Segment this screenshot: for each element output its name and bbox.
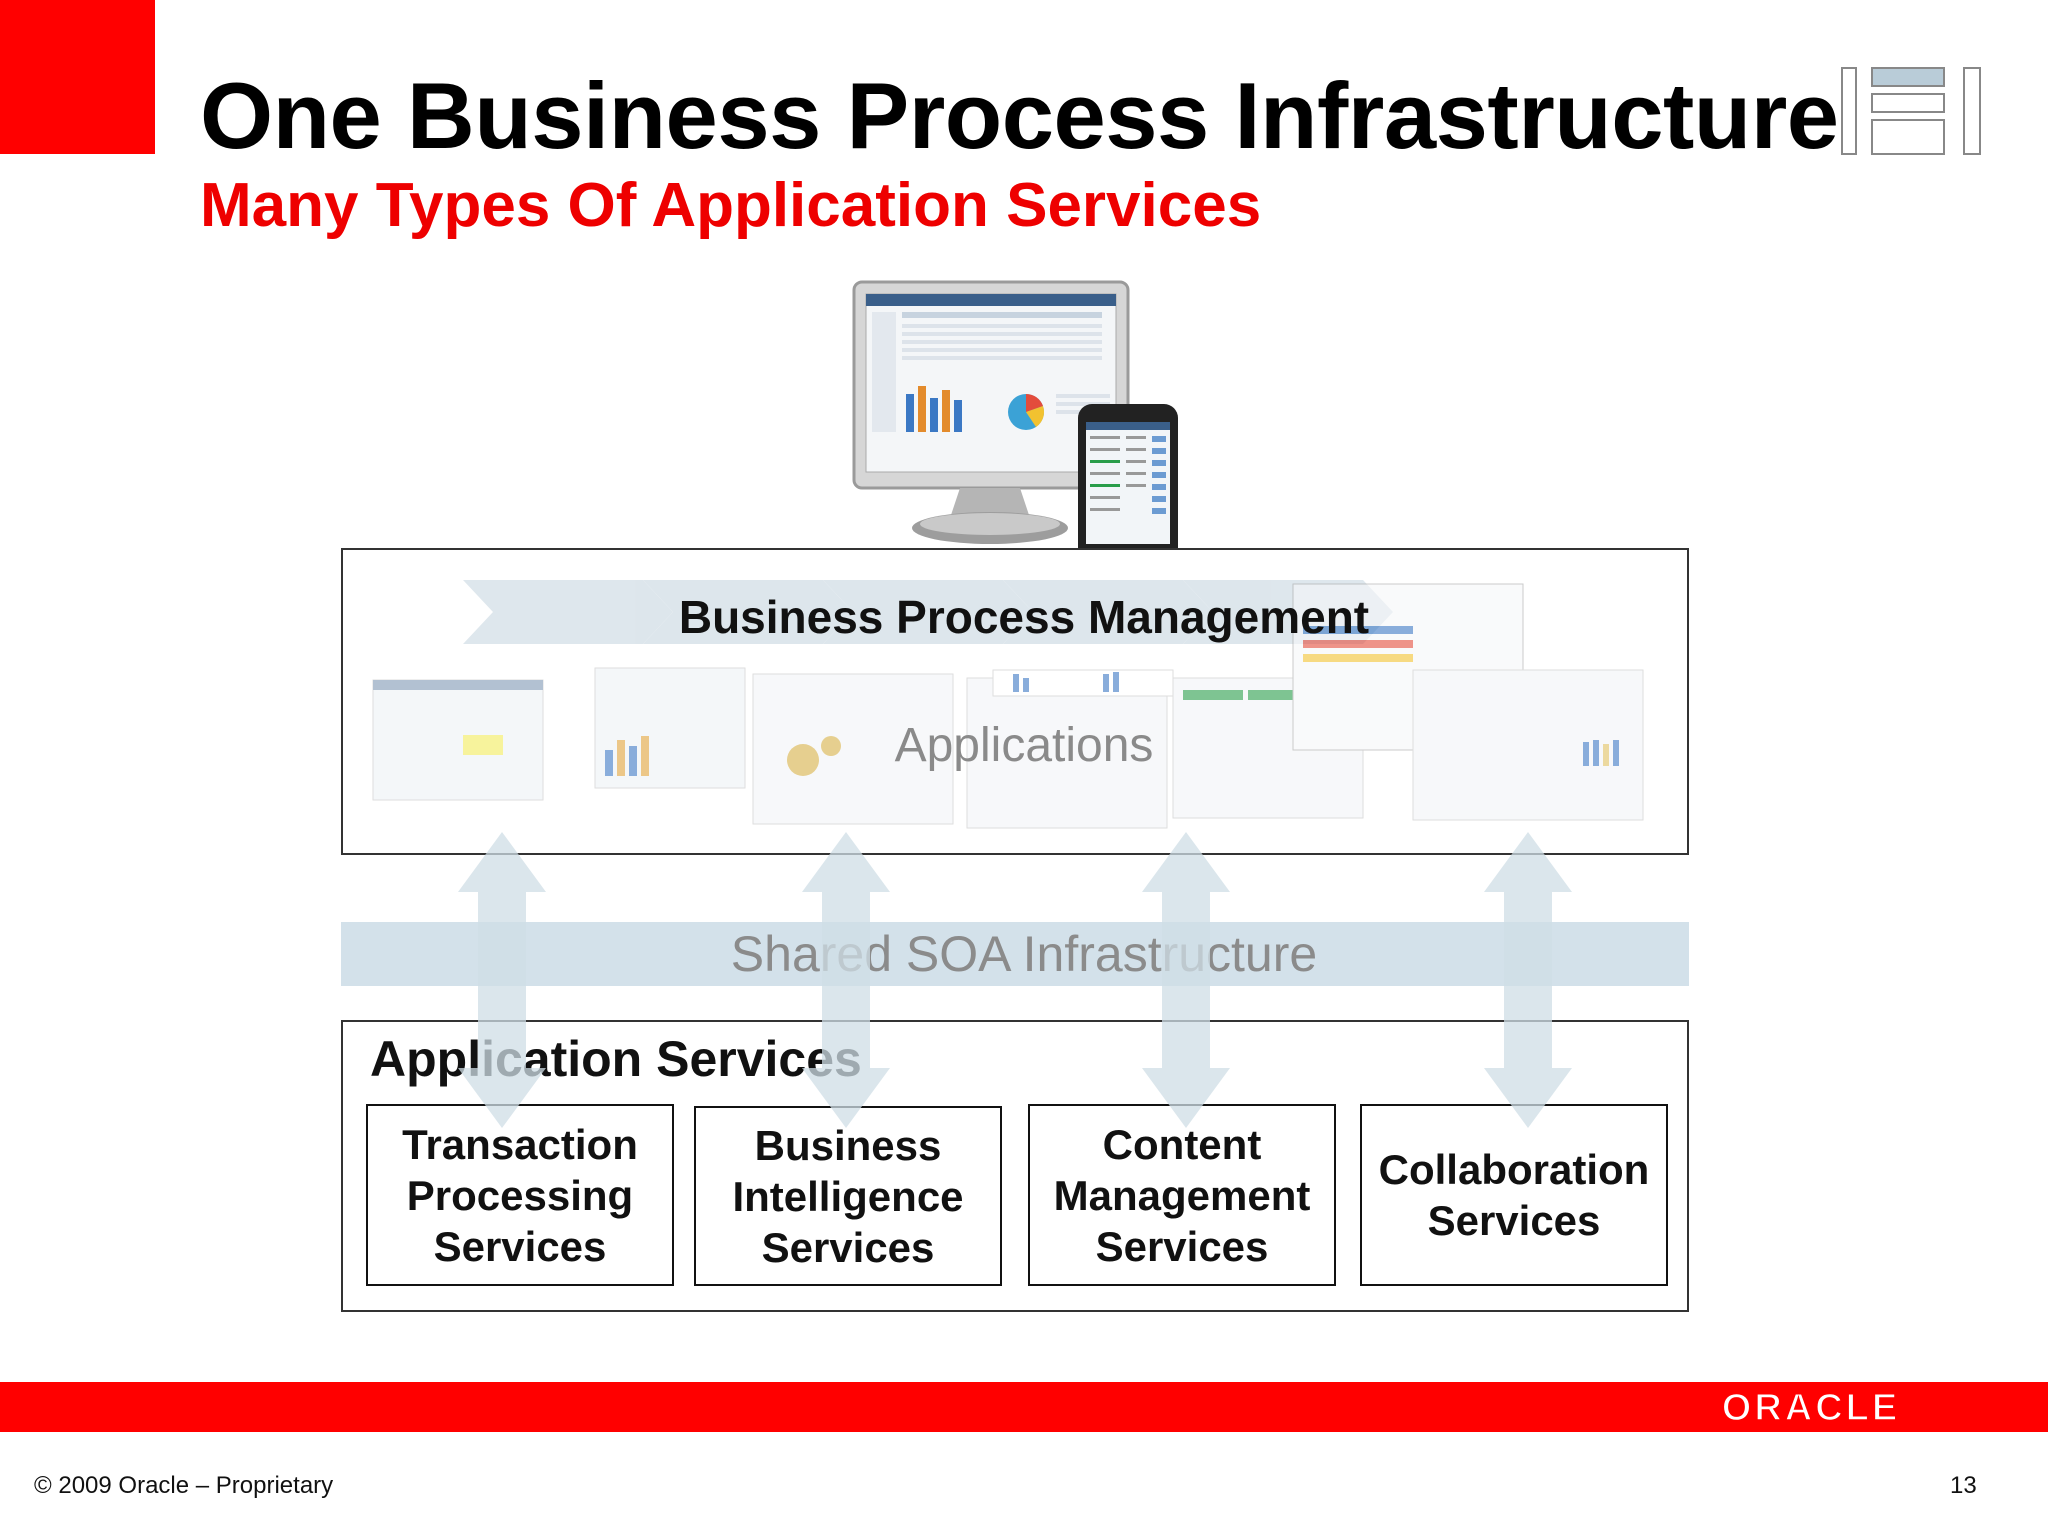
service-label: Transaction Processing Services — [402, 1120, 638, 1270]
oracle-logo-text: ORACLE — [1722, 1387, 1900, 1429]
oracle-logo: ORACLE — [1721, 1386, 1900, 1430]
applications-screens-graphic — [372, 580, 1644, 829]
copyright-text: © 2009 Oracle – Proprietary — [34, 1472, 334, 1499]
footer-red-bar — [0, 1382, 2048, 1432]
service-label: Collaboration Services — [1378, 1146, 1650, 1244]
page-number: 13 — [1950, 1472, 1977, 1499]
service-box-content-management: Content Management Services — [1028, 1104, 1336, 1286]
soa-label: Shared SOA Infrastructure — [730, 926, 1318, 982]
service-box-business-intelligence: Business Intelligence Services — [694, 1106, 1002, 1286]
slide-grid-icon — [1841, 67, 1981, 155]
application-services-panel — [341, 1020, 1689, 1312]
red-corner-block — [0, 0, 155, 154]
slide-subtitle: Many Types Of Application Services — [200, 171, 1262, 240]
applications-label: Applications — [894, 719, 1154, 772]
application-screenshots — [372, 583, 1644, 829]
bpm-applications-panel — [341, 548, 1689, 855]
service-box-transaction-processing: Transaction Processing Services — [366, 1104, 674, 1286]
shared-soa-band — [341, 922, 1689, 986]
service-box-collaboration: Collaboration Services — [1360, 1104, 1668, 1286]
bpm-label: Business Process Management — [678, 591, 1370, 643]
smartphone-icon — [1078, 404, 1178, 566]
service-label: Business Intelligence Services — [732, 1121, 964, 1271]
slide-title: One Business Process Infrastructure — [200, 63, 1839, 168]
service-label: Content Management Services — [1053, 1120, 1311, 1270]
application-services-title: Application Services — [370, 1031, 862, 1087]
monitor-icon — [852, 280, 1130, 544]
devices-illustration — [852, 280, 1178, 566]
